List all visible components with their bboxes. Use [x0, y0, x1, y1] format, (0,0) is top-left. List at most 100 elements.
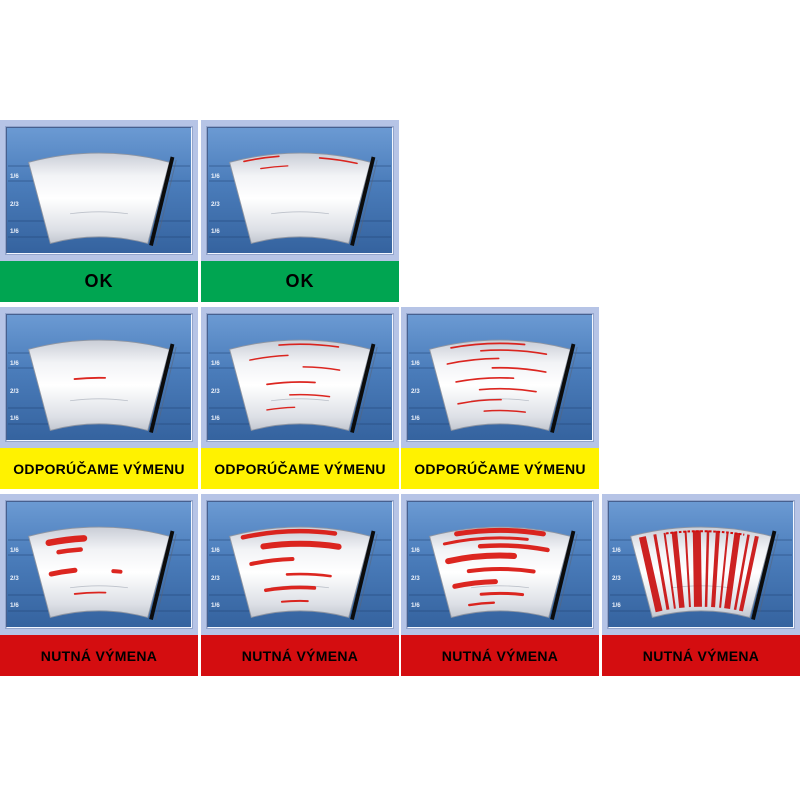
zone-fraction-label: 2/3	[10, 575, 19, 582]
bevel-light-edge	[407, 501, 593, 628]
wiper-sweep-fan	[28, 339, 170, 431]
zone-fraction-label: 1/6	[411, 360, 420, 367]
zone-fraction-label: 1/6	[10, 173, 19, 180]
zone-fraction-label: 1/6	[612, 602, 621, 609]
red-streaks	[446, 342, 548, 413]
zone-fraction-label: 1/6	[211, 173, 220, 180]
blade-shadow-line	[757, 533, 779, 621]
fan-reflection-line	[70, 211, 128, 215]
bevel-light-edge	[6, 127, 192, 254]
blade-shadow-line	[356, 159, 378, 247]
status-label-replace: NUTNÁ VÝMENA	[602, 635, 800, 676]
red-streaks	[240, 528, 342, 603]
wiper-test-pattern: 1/62/31/6	[0, 307, 198, 448]
zone-fraction-label: 2/3	[211, 575, 220, 582]
bevel-dark-edge	[6, 501, 192, 628]
status-label-replace: NUTNÁ VÝMENA	[201, 635, 399, 676]
status-label-ok: OK	[0, 261, 198, 302]
zone-fraction-label: 2/3	[10, 201, 19, 208]
zone-fraction-label: 1/6	[211, 602, 220, 609]
wiper-sweep-fan	[229, 339, 371, 431]
zone-fraction-label: 2/3	[411, 575, 420, 582]
zone-fraction-label: 2/3	[211, 201, 220, 208]
zone-scale-labels: 1/6 2/3 1/6	[10, 173, 19, 235]
zone-fraction-label: 2/3	[411, 388, 420, 395]
status-label-recommend: ODPORÚČAME VÝMENU	[401, 448, 599, 489]
zone-fraction-label: 1/6	[10, 602, 19, 609]
zone-fraction-label: 2/3	[211, 388, 220, 395]
zone-fraction-label: 1/6	[411, 602, 420, 609]
bevel-light-edge	[207, 501, 393, 628]
wiper-sweep-fan	[229, 152, 371, 244]
zone-fraction-label: 1/6	[211, 228, 220, 235]
wiper-sweep-fan	[28, 152, 170, 244]
wiper-test-pattern: 1/62/31/6	[0, 494, 198, 635]
wiper-test-pattern: 1/6 2/3 1/6	[201, 307, 399, 448]
blade-shadow-line	[356, 533, 378, 621]
zone-fraction-label: 1/6	[10, 360, 19, 367]
zone-scale-labels: 1/62/31/6	[10, 360, 19, 422]
zone-fraction-label: 1/6	[612, 547, 621, 554]
zone-scale-labels: 1/62/31/6	[10, 547, 19, 609]
zone-fraction-label: 2/3	[612, 575, 621, 582]
fan-reflection-line	[471, 585, 529, 589]
zone-fraction-label: 1/6	[10, 415, 19, 422]
zone-scale-labels: 1/62/31/6	[211, 547, 220, 609]
wiper-sweep-fan	[429, 526, 571, 618]
bevel-light-edge	[6, 501, 192, 628]
bevel-dark-edge	[207, 501, 393, 628]
status-label-recommend: ODPORÚČAME VÝMENU	[201, 448, 399, 489]
zone-scale-labels: 1/6 2/3 1/6	[411, 547, 420, 609]
wiper-sweep-fan	[229, 526, 371, 618]
bevel-dark-edge	[407, 314, 593, 441]
bevel-light-edge	[6, 314, 192, 441]
wiper-test-pattern: 1/6 2/3 1/6	[602, 494, 800, 635]
zone-fraction-label: 1/6	[411, 547, 420, 554]
blade-shadow-line	[556, 533, 578, 621]
red-streaks	[45, 535, 123, 595]
fan-reflection-line	[271, 398, 329, 402]
red-streaks	[442, 527, 550, 607]
fan-reflection-line	[70, 398, 128, 402]
wiper-test-pattern: 1/6 2/3 1/6	[0, 120, 198, 261]
zone-fraction-label: 1/6	[10, 228, 19, 235]
wiper-test-pattern: 1/6 2/3 1/6	[401, 494, 599, 635]
wiper-blade-icon	[350, 343, 376, 433]
status-label-replace: NUTNÁ VÝMENA	[401, 635, 599, 676]
wiper-blade-icon	[350, 156, 376, 246]
zone-scale-labels: 1/6 2/3 1/6	[612, 547, 621, 609]
wiper-test-pattern: 1/6 2/3 1/6	[401, 307, 599, 448]
red-streaks	[73, 376, 107, 380]
blade-shadow-line	[155, 346, 177, 434]
zone-fraction-label: 1/6	[411, 415, 420, 422]
red-streaks	[243, 155, 358, 170]
bevel-light-edge	[207, 314, 393, 441]
bevel-light-edge	[207, 127, 393, 254]
status-label-replace: NUTNÁ VÝMENA	[0, 635, 198, 676]
fan-reflection-line	[70, 585, 128, 589]
bevel-dark-edge	[608, 501, 794, 628]
bevel-light-edge	[407, 314, 593, 441]
zone-scale-labels: 1/6 2/3 1/6	[411, 360, 420, 422]
blade-shadow-line	[356, 346, 378, 434]
zone-scale-labels: 1/6 2/3 1/6	[211, 360, 220, 422]
wiper-test-pattern: 1/6 2/3 1/6	[201, 120, 399, 261]
wiper-sweep-fan	[429, 339, 571, 431]
blade-shadow-line	[556, 346, 578, 434]
wiper-blade-icon	[350, 530, 376, 620]
zone-fraction-label: 1/6	[211, 415, 220, 422]
zone-fraction-label: 1/6	[211, 360, 220, 367]
status-label-recommend: ODPORÚČAME VÝMENU	[0, 448, 198, 489]
status-label-ok: OK	[201, 261, 399, 302]
wiper-blade-icon	[751, 530, 777, 620]
